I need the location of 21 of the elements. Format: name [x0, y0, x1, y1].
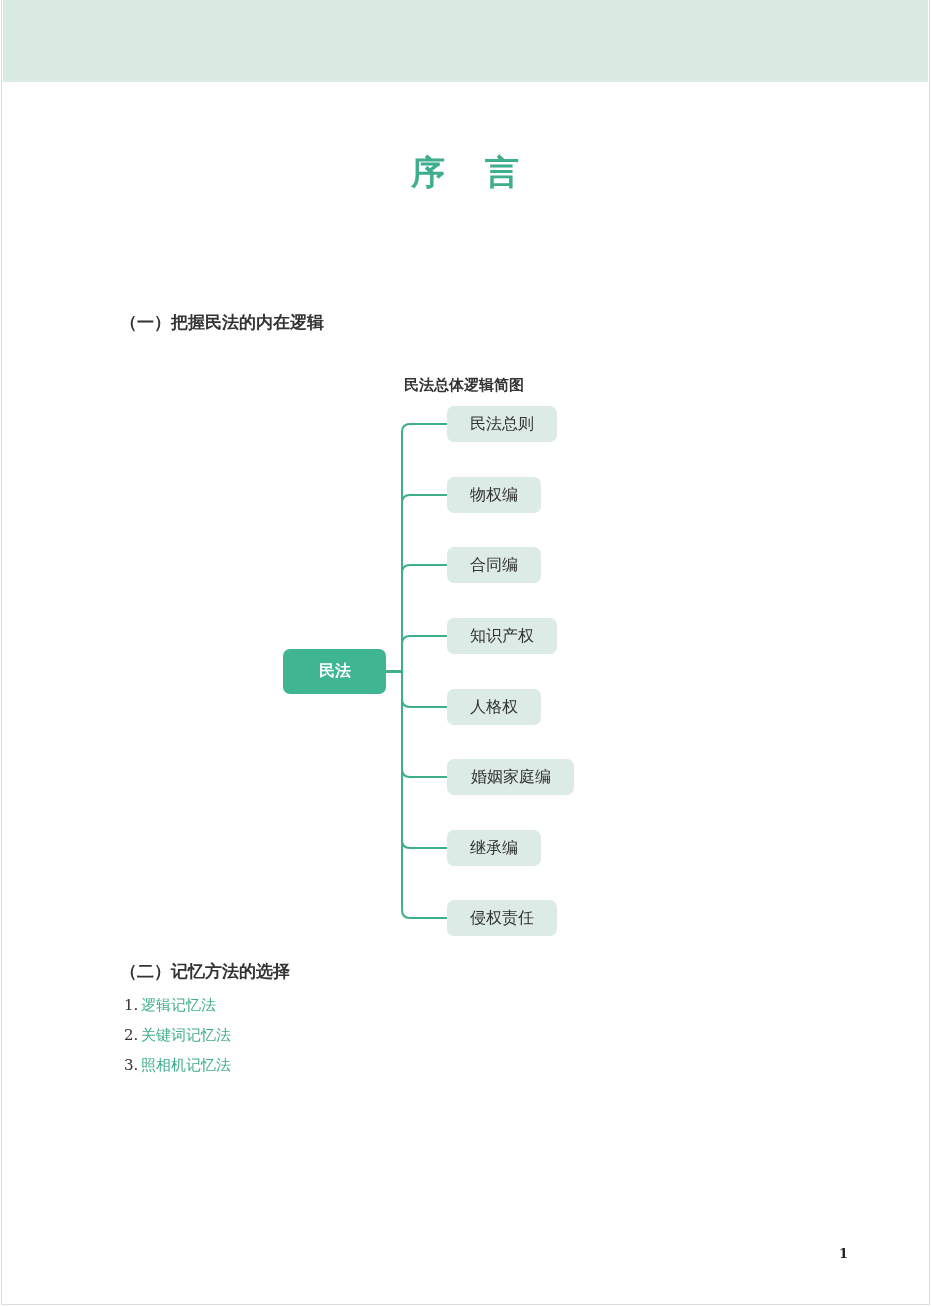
- list-item: 照相机记忆法: [141, 1056, 231, 1075]
- topic-box: 知识产权: [447, 618, 557, 654]
- connector-line: [385, 670, 448, 919]
- list-number: 2.: [124, 1026, 139, 1044]
- topic-box: 继承编: [447, 830, 541, 866]
- topic-box: 物权编: [447, 477, 541, 513]
- topic-box: 民法总则: [447, 406, 557, 442]
- diagram-subtitle: 民法总体逻辑简图: [404, 376, 524, 395]
- list-number: 1.: [124, 996, 139, 1014]
- section-heading: （二）记忆方法的选择: [120, 960, 290, 983]
- page-number: 1: [839, 1246, 849, 1261]
- list-item: 关键词记忆法: [141, 1026, 231, 1045]
- list-item: 逻辑记忆法: [141, 996, 216, 1015]
- list-number: 3.: [124, 1056, 139, 1074]
- topic-box: 婚姻家庭编: [447, 759, 574, 795]
- page-title: 序言: [410, 151, 560, 194]
- topic-box: 合同编: [447, 547, 541, 583]
- topic-box: 人格权: [447, 689, 541, 725]
- section-heading: （一）把握民法的内在逻辑: [120, 311, 324, 334]
- topic-box: 侵权责任: [447, 900, 557, 936]
- root-topic-box: 民法: [283, 649, 386, 694]
